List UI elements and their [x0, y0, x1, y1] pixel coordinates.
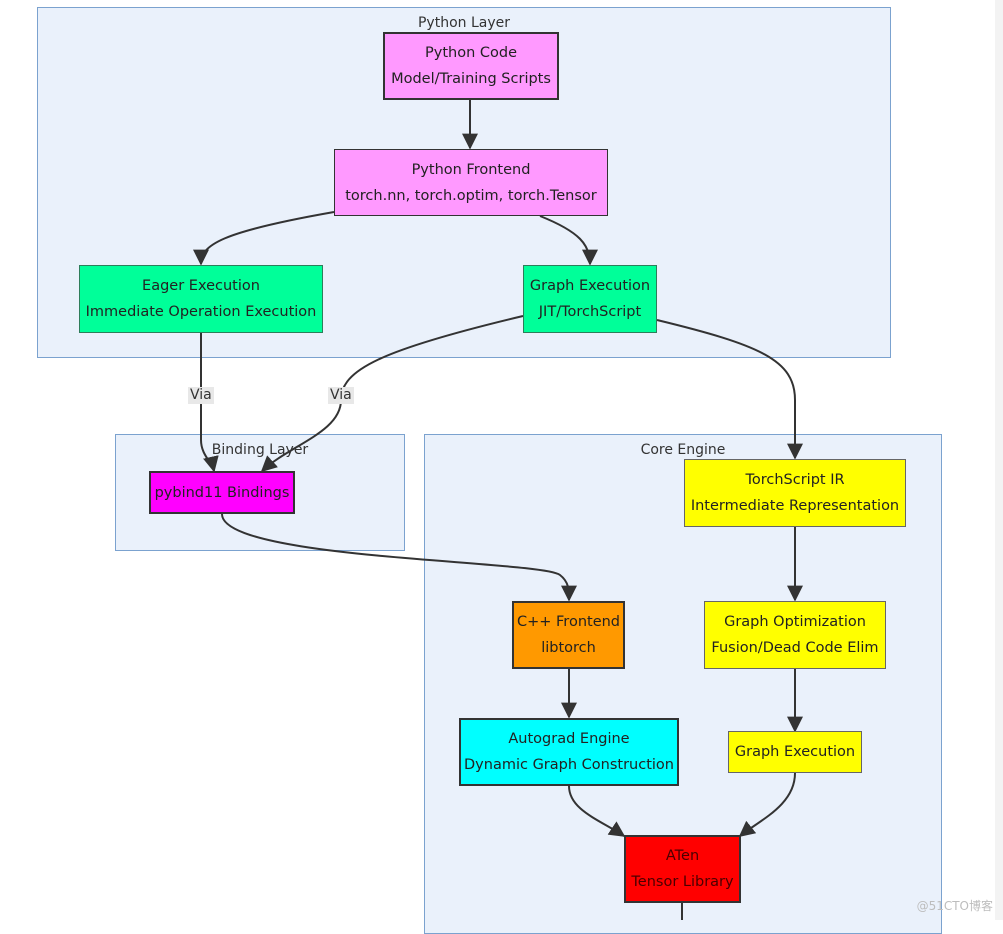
- edge-frontend-to-eager: [193, 211, 335, 266]
- node-aten[interactable]: ATen Tensor Library: [624, 835, 741, 903]
- edge-autograd-to-aten: [568, 785, 626, 837]
- watermark: @51CTO博客: [916, 899, 993, 913]
- edge-label-via-eager: Via: [188, 387, 214, 404]
- node-python-frontend-subtitle: torch.nn, torch.optim, torch.Tensor: [345, 187, 597, 204]
- node-graph-execution-jit-subtitle: JIT/TorchScript: [538, 304, 642, 320]
- edge-pybind-to-cpp: [221, 513, 577, 602]
- node-cpp-frontend[interactable]: C++ Frontend libtorch: [512, 601, 625, 669]
- node-graph-optimization-title: Graph Optimization: [724, 614, 866, 630]
- node-graph-execution-jit[interactable]: Graph Execution JIT/TorchScript: [523, 265, 657, 333]
- node-graph-execution-core[interactable]: Graph Execution: [728, 731, 862, 773]
- node-python-code-subtitle: Model/Training Scripts: [391, 71, 551, 87]
- cluster-core-engine-title: Core Engine: [640, 442, 726, 458]
- scrollbar[interactable]: [995, 0, 1003, 920]
- edge-eager-to-pybind: [200, 333, 219, 473]
- cluster-python-layer-title: Python Layer: [417, 15, 510, 31]
- edge-frontend-to-graph: [539, 215, 598, 266]
- node-aten-title: ATen: [665, 848, 700, 864]
- node-eager-execution-subtitle: Immediate Operation Execution: [85, 304, 317, 320]
- node-autograd-engine[interactable]: Autograd Engine Dynamic Graph Constructi…: [459, 718, 679, 786]
- node-graph-execution-jit-title: Graph Execution: [529, 278, 651, 294]
- node-pybind11-bindings-title: pybind11 Bindings: [154, 484, 290, 501]
- node-graph-optimization[interactable]: Graph Optimization Fusion/Dead Code Elim: [704, 601, 886, 669]
- node-eager-execution-title: Eager Execution: [142, 278, 260, 294]
- node-graph-optimization-subtitle: Fusion/Dead Code Elim: [711, 640, 879, 656]
- node-torchscript-ir[interactable]: TorchScript IR Intermediate Representati…: [684, 459, 906, 527]
- edge-graph-to-ir: [656, 319, 803, 460]
- node-python-frontend-title: Python Frontend: [411, 161, 531, 178]
- node-python-frontend[interactable]: Python Frontend torch.nn, torch.optim, t…: [334, 149, 608, 216]
- node-graph-execution-core-title: Graph Execution: [734, 744, 856, 760]
- node-cpp-frontend-subtitle: libtorch: [541, 640, 596, 656]
- node-torchscript-ir-subtitle: Intermediate Representation: [690, 498, 900, 514]
- node-python-code[interactable]: Python Code Model/Training Scripts: [383, 32, 559, 100]
- node-autograd-engine-title: Autograd Engine: [508, 731, 630, 747]
- node-torchscript-ir-title: TorchScript IR: [745, 472, 845, 488]
- node-aten-subtitle: Tensor Library: [631, 874, 734, 890]
- edge-label-via-graph: Via: [328, 387, 354, 404]
- edge-graph-to-pybind: [260, 315, 524, 473]
- node-autograd-engine-subtitle: Dynamic Graph Construction: [464, 757, 674, 773]
- node-pybind11-bindings[interactable]: pybind11 Bindings: [149, 471, 295, 514]
- edge-graphexec-to-aten: [738, 772, 796, 837]
- node-eager-execution[interactable]: Eager Execution Immediate Operation Exec…: [79, 265, 323, 333]
- node-python-code-title: Python Code: [425, 45, 517, 61]
- node-cpp-frontend-title: C++ Frontend: [516, 614, 621, 630]
